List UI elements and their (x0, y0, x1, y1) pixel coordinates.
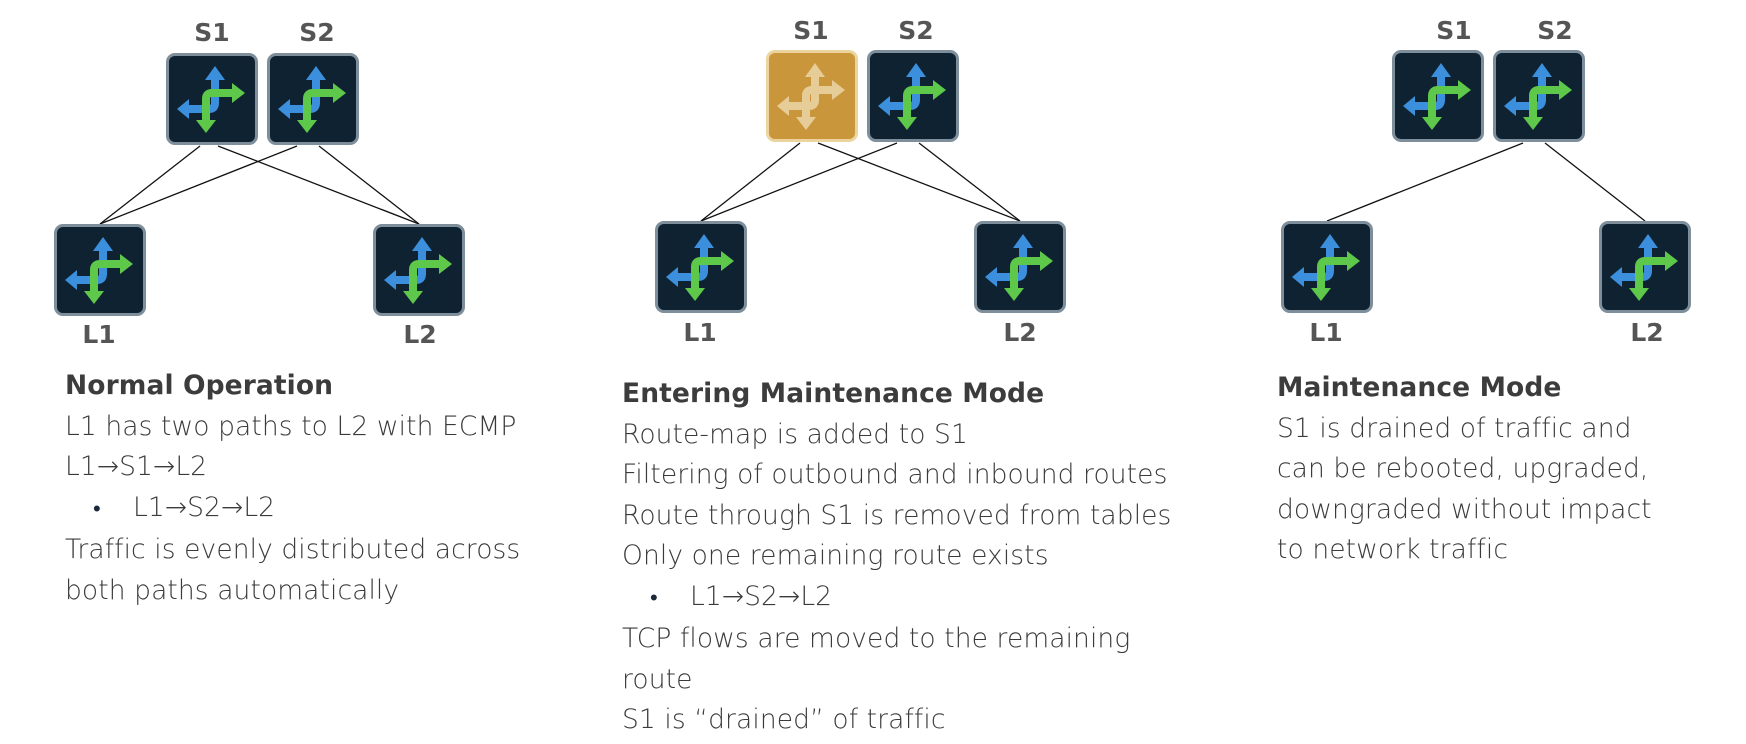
panel-entering-maintenance: S1 S2 (600, 0, 1240, 744)
router-switch-icon (65, 237, 133, 304)
line-text: Traffic is evenly distributed across (65, 534, 521, 565)
line-text: Filtering of outbound and inbound routes (622, 459, 1168, 490)
label-l2: L2 (1003, 318, 1037, 347)
description-line: both paths automatically (65, 571, 520, 612)
panel-title: Maintenance Mode (1277, 372, 1562, 403)
label-l1: L1 (683, 318, 717, 347)
description-line: Route through S1 is removed from tables (622, 496, 1171, 537)
line-text: Only one remaining route exists (622, 540, 1049, 571)
line-text: S1 is “drained” of traffic (622, 704, 946, 735)
link-s2-l1 (1326, 142, 1524, 222)
node-l2[interactable] (373, 224, 465, 316)
description-line: L1 has two paths to L2 with ECMP (65, 407, 520, 448)
description-normal: Normal Operation L1 has two paths to L2 … (65, 366, 520, 611)
description-line: TCP flows are moved to the remaining (622, 619, 1171, 660)
description-line: downgraded without impact (1277, 490, 1652, 531)
node-s1[interactable] (166, 53, 258, 145)
description-line: S1 is drained of traffic and (1277, 409, 1652, 450)
line-text: L1→S2→L2 (133, 491, 276, 523)
link-s2-l1 (99, 145, 298, 225)
router-switch-icon (1610, 234, 1678, 301)
node-l1[interactable] (655, 221, 747, 313)
description-lines: L1 has two paths to L2 with ECMP L1→S1→L2… (65, 407, 520, 612)
description-line: Route-map is added to S1 (622, 415, 1171, 456)
label-l2: L2 (403, 320, 437, 349)
label-s1: S1 (793, 16, 829, 45)
router-switch-icon (177, 66, 245, 133)
label-l1: L1 (82, 320, 116, 349)
description-line: L1→S1→L2 (65, 447, 520, 488)
label-l2: L2 (1630, 318, 1664, 347)
description-line: route (622, 660, 1171, 701)
router-switch-icon (384, 237, 452, 304)
link-s1-l2 (217, 145, 420, 225)
bullet-item: • L1→S2→L2 (65, 488, 520, 531)
node-s2[interactable] (867, 50, 959, 142)
line-text: TCP flows are moved to the remaining (622, 623, 1131, 654)
bullet-icon: • (93, 496, 101, 522)
bullet-item: • L1→S2→L2 (622, 577, 1171, 620)
link-s1-l2 (817, 142, 1021, 222)
description-lines: S1 is drained of traffic and can be reboo… (1277, 409, 1652, 571)
node-l2[interactable] (974, 221, 1066, 313)
description-line: Only one remaining route exists (622, 536, 1171, 577)
label-s2: S2 (299, 18, 335, 47)
label-s2: S2 (1537, 16, 1573, 45)
label-l1: L1 (1309, 318, 1343, 347)
description-lines: Route-map is added to S1 Filtering of out… (622, 415, 1171, 741)
description-entering: Entering Maintenance Mode Route-map is a… (622, 374, 1171, 741)
line-text: both paths automatically (65, 574, 400, 606)
link-s2-l1 (700, 142, 898, 222)
node-s2[interactable] (267, 53, 359, 145)
label-s2: S2 (898, 16, 934, 45)
router-switch-icon (777, 63, 845, 130)
label-s1: S1 (194, 18, 230, 47)
node-s1-drained[interactable] (766, 50, 858, 142)
description-line: Filtering of outbound and inbound routes (622, 455, 1171, 496)
link-s2-l2 (1544, 142, 1646, 222)
node-l2[interactable] (1599, 221, 1691, 313)
links-layer (700, 142, 1021, 222)
router-switch-icon (985, 234, 1053, 301)
bullet-icon: • (650, 585, 658, 611)
links-layer (1326, 142, 1646, 222)
router-switch-icon (1292, 234, 1360, 301)
line-text: S1 is drained of traffic and (1277, 412, 1632, 444)
line-text: route (622, 663, 693, 695)
router-switch-icon (878, 63, 946, 130)
line-text: L1→S1→L2 (65, 451, 208, 482)
line-text: Route-map is added to S1 (622, 418, 968, 450)
node-s2[interactable] (1493, 50, 1585, 142)
panel-title: Entering Maintenance Mode (622, 378, 1045, 409)
description-line: can be rebooted, upgraded, (1277, 449, 1652, 490)
line-text: L1 has two paths to L2 with ECMP (65, 410, 517, 442)
node-s1[interactable] (1392, 50, 1484, 142)
router-switch-icon (1403, 63, 1471, 130)
line-text: downgraded without impact (1277, 493, 1652, 525)
panel-normal-operation: S1 S2 (0, 0, 600, 744)
label-s1: S1 (1436, 16, 1472, 45)
router-switch-icon (666, 234, 734, 301)
line-text: Route through S1 is removed from tables (622, 499, 1172, 531)
link-s1-l1 (99, 145, 201, 225)
panel-maintenance-mode: S1 S2 (1240, 0, 1746, 744)
description-maintenance: Maintenance Mode S1 is drained of traffi… (1277, 368, 1652, 571)
line-text: to network traffic (1277, 534, 1508, 565)
description-line: S1 is “drained” of traffic (622, 700, 1171, 741)
router-switch-icon (1504, 63, 1572, 130)
description-line: to network traffic (1277, 530, 1652, 571)
node-l1[interactable] (54, 224, 146, 316)
link-s1-l1 (700, 142, 801, 222)
line-text: L1→S2→L2 (690, 580, 833, 612)
description-line: Traffic is evenly distributed across (65, 530, 520, 571)
link-s2-l2 (918, 142, 1021, 222)
node-l1[interactable] (1281, 221, 1373, 313)
line-text: can be rebooted, upgraded, (1277, 453, 1649, 484)
link-s2-l2 (318, 145, 420, 225)
links-layer (99, 145, 420, 225)
router-switch-icon (278, 66, 346, 133)
panel-title: Normal Operation (65, 370, 334, 401)
